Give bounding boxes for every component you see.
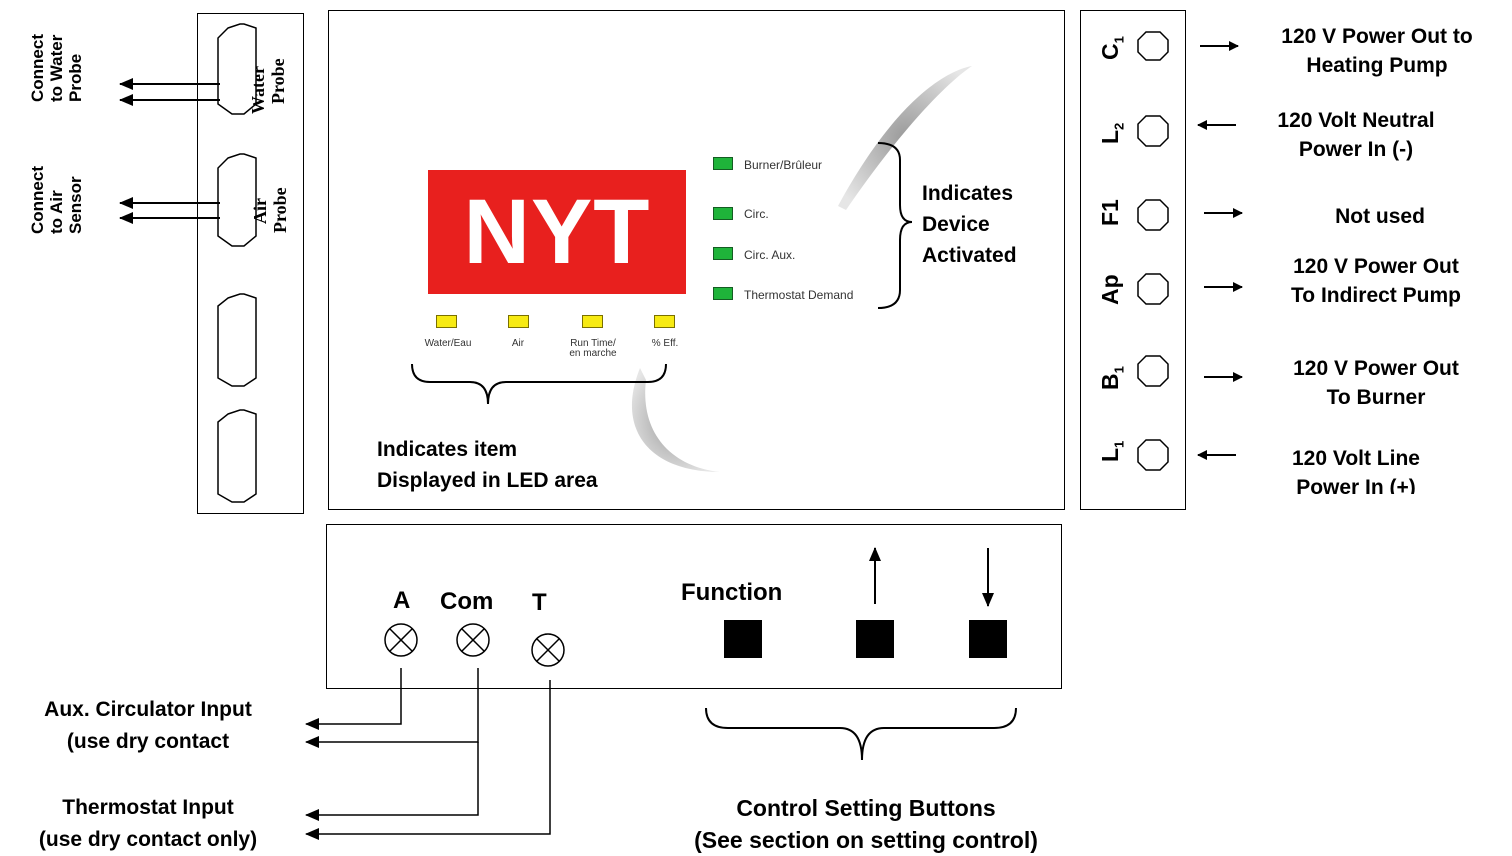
terminal-c1-label: C1 [1097,36,1127,60]
indicates-device-label: Indicates Device Activated [922,182,1017,267]
down-button[interactable] [969,620,1007,658]
terminal-f1-label: F1 [1097,199,1123,226]
terminal-ap-desc: 120 V Power Out To Indirect Pump [1291,255,1461,307]
led-circ [713,207,733,220]
probe-port-4 [217,409,257,503]
terminal-l1-desc: 120 Volt Line Power In (+) [1292,447,1420,494]
input-panel [326,524,1062,689]
terminal-l2-label: L2 [1097,122,1127,144]
led-air [508,315,529,328]
probe-port-water [217,23,257,115]
input-terminal-com [456,623,490,657]
led-air-label: Air [511,338,525,349]
input-a-label: A [393,587,411,614]
led-thermostat-label: Thermostat Demand [744,288,854,302]
buttons-caption: Control Setting Buttons (See section on … [694,795,1038,853]
led-burner [713,157,733,170]
input-terminal-t [531,633,565,667]
water-probe-label: Water Probe [248,58,288,114]
led-runtime-label: Run Time/ en marche [569,338,617,359]
thermostat-input-label: Thermostat Input (use dry contact only) [38,796,258,851]
input-wiring [305,668,551,840]
air-probe-label: Air Probe [250,187,290,233]
led-eff-label: % Eff. [651,338,679,349]
swoosh-bottom [631,368,720,472]
item-brace [411,363,667,405]
led-eff [654,315,675,328]
led-circ-aux-label: Circ. Aux. [744,248,796,262]
buttons-brace [705,707,1017,761]
led-circ-label: Circ. [744,207,769,221]
terminal-b1-label: B1 [1097,366,1127,390]
readout-display: NYT [428,170,686,294]
input-terminal-a [384,623,418,657]
function-label: Function [681,579,783,606]
terminal-l1-label: L1 [1097,440,1127,462]
input-com-label: Com [440,588,494,615]
probe-panel [197,13,304,514]
water-probe-leads [119,78,220,106]
swoosh-top [838,66,972,210]
readout-text: NYT [463,181,651,283]
terminal-ap-label: Ap [1097,274,1123,305]
aux-input-label: Aux. Circulator Input (use dry contact [44,698,252,753]
terminal-f1-desc: Not used [1335,205,1425,228]
led-circ-aux [713,247,733,260]
input-t-label: T [532,589,547,616]
terminal-panel [1080,10,1186,510]
led-water-label: Water/Eau [424,338,472,349]
led-water [436,315,457,328]
function-button[interactable] [724,620,762,658]
water-connect-label: Connect to Water Probe [28,34,85,102]
air-probe-leads [119,197,220,224]
terminal-b1-desc: 120 V Power Out To Burner [1293,357,1459,408]
terminal-l2-desc: 120 Volt Neutral Power In (-) [1277,109,1435,161]
indicates-item-label: Indicates item Displayed in LED area [377,438,598,492]
led-runtime [582,315,603,328]
led-burner-label: Burner/Brûleur [744,158,823,172]
led-thermostat [713,287,733,300]
terminal-ports [1137,31,1169,471]
device-brace [877,142,913,309]
terminal-arrows [1197,41,1243,460]
air-connect-label: Connect to Air Sensor [28,166,85,234]
up-button[interactable] [856,620,894,658]
terminal-c1-desc: 120 V Power Out to Heating Pump [1281,25,1473,77]
probe-port-3 [217,293,257,387]
